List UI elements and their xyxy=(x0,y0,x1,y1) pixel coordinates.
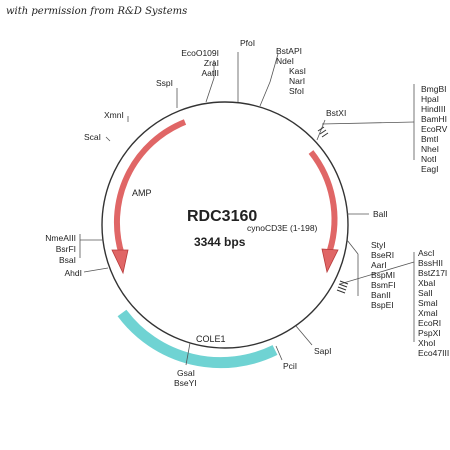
site-label[interactable]: XbaI xyxy=(418,278,436,288)
site-label[interactable]: EcoRI xyxy=(418,318,441,328)
site-label[interactable]: BstAPI xyxy=(276,46,302,56)
site-label[interactable]: SapI xyxy=(314,346,332,356)
site-label[interactable]: BspMI xyxy=(371,270,395,280)
site-label[interactable]: BanII xyxy=(371,290,391,300)
site-label[interactable]: ScaI xyxy=(84,132,101,142)
cole1-feature-arc[interactable] xyxy=(117,309,278,369)
site-label[interactable]: AscI xyxy=(418,248,435,258)
site-label[interactable]: PspXI xyxy=(418,328,441,338)
site-label[interactable]: AatII xyxy=(202,68,219,78)
site-label[interactable]: SalI xyxy=(418,288,433,298)
site-label[interactable]: NotI xyxy=(421,154,437,164)
site-label[interactable]: XmaI xyxy=(418,308,438,318)
site-label[interactable]: BmtI xyxy=(421,134,438,144)
site-label[interactable]: BseRI xyxy=(371,250,394,260)
site-label[interactable]: PfoI xyxy=(240,38,255,48)
site-label[interactable]: BamHI xyxy=(421,114,447,124)
site-label[interactable]: EagI xyxy=(421,164,439,174)
site-label[interactable]: PciI xyxy=(283,361,297,371)
cole1-label: COLE1 xyxy=(196,334,226,344)
site-label[interactable]: GsaI xyxy=(177,368,195,378)
site-label[interactable]: BmgBI xyxy=(421,84,447,94)
insert-feature-arrow[interactable] xyxy=(308,150,338,251)
site-label[interactable]: NmeAIII xyxy=(45,233,76,243)
plasmid-backbone xyxy=(101,101,349,349)
plasmid-size: 3344 bps xyxy=(194,235,246,249)
site-label[interactable]: NheI xyxy=(421,144,439,154)
site-label[interactable]: BalI xyxy=(373,209,388,219)
site-label[interactable]: ZraI xyxy=(204,58,219,68)
site-label[interactable]: BsrFI xyxy=(56,244,76,254)
amp-arrowhead xyxy=(111,249,129,275)
credit-text: with permission from R&D Systems xyxy=(6,6,188,17)
amp-feature-arrow[interactable] xyxy=(113,119,187,256)
site-label[interactable]: XhoI xyxy=(418,338,436,348)
site-label[interactable]: HpaI xyxy=(421,94,439,104)
amp-label: AMP xyxy=(132,188,152,198)
site-label[interactable]: AhdI xyxy=(65,268,83,278)
site-label[interactable]: HindIII xyxy=(421,104,446,114)
site-label[interactable]: BstXI xyxy=(326,108,346,118)
site-label[interactable]: BstZ17I xyxy=(418,268,447,278)
site-leader-lines xyxy=(79,52,415,366)
site-label[interactable]: NdeI xyxy=(276,56,294,66)
site-label[interactable]: NarI xyxy=(289,76,305,86)
site-label[interactable]: AarI xyxy=(371,260,387,270)
site-label[interactable]: EcoRV xyxy=(421,124,448,134)
plasmid-name: RDC3160 xyxy=(187,208,257,225)
site-label[interactable]: SfoI xyxy=(289,86,304,96)
site-labels: EcoO109I ZraI AatII PfoI SspI BstAPI Nde… xyxy=(45,38,449,388)
site-label[interactable]: SspI xyxy=(156,78,173,88)
site-label[interactable]: BssHII xyxy=(418,258,443,268)
site-label[interactable]: XmnI xyxy=(104,110,124,120)
site-label[interactable]: BsaI xyxy=(59,255,76,265)
insert-arrowhead xyxy=(321,248,339,274)
site-label[interactable]: BsmFI xyxy=(371,280,396,290)
site-label[interactable]: KasI xyxy=(289,66,306,76)
insert-label: cynoCD3E (1-198) xyxy=(247,223,318,233)
site-label[interactable]: Eco47III xyxy=(418,348,449,358)
mcs-tick-marks xyxy=(317,126,349,294)
site-label[interactable]: EcoO109I xyxy=(181,48,219,58)
site-label[interactable]: BseYI xyxy=(174,378,197,388)
site-label[interactable]: BspEI xyxy=(371,300,394,310)
site-label[interactable]: StyI xyxy=(371,240,386,250)
site-label[interactable]: SmaI xyxy=(418,298,438,308)
